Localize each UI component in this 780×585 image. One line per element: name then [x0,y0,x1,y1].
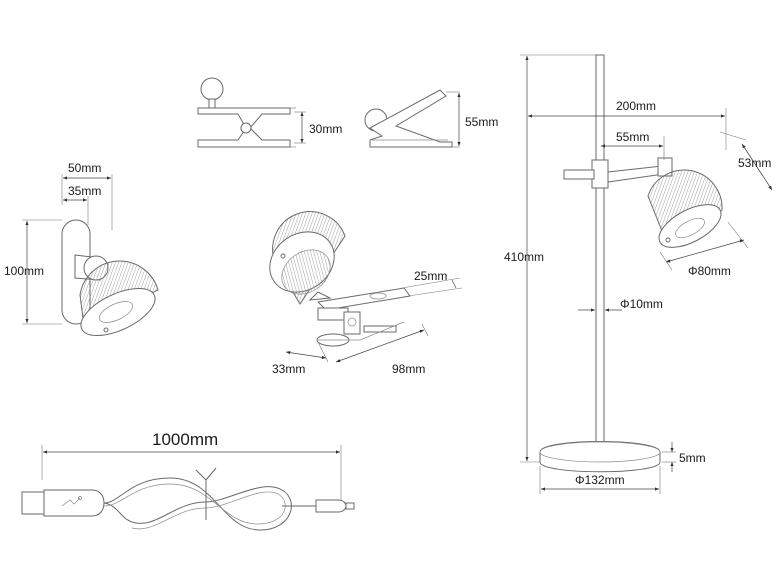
cable-length-label: 1000mm [152,430,218,449]
clip-side-view-open: 30mm [197,77,342,148]
total-height-label: 410mm [504,250,544,264]
clip-length-dimension-line [335,329,425,363]
shade-diameter-dimension-line [665,239,745,263]
shade-height-dimension-line [741,143,773,191]
clip-lamp-drawing: 25mm 33mm 98mm [269,211,463,376]
base-thickness-label: 5mm [679,451,706,465]
arm-short-label: 55mm [616,130,649,144]
pole-diameter-label: Φ10mm [620,297,663,311]
clip-arm-label: 25mm [414,269,447,283]
usb-c-plug [315,499,347,513]
usb-a-plug [21,491,45,515]
shade-height-label: 53mm [738,156,771,170]
usb-cable-drawing: 1000mm [21,430,355,531]
clip-depth-dimension-line [285,350,327,360]
arm-reach-label: 200mm [616,99,656,113]
pole [595,54,605,448]
base-diameter-label: Φ132mm [575,473,625,487]
wall-lamp-drawing: 50mm 35mm 100mm [4,161,159,336]
clip-length-label: 98mm [392,362,425,376]
wall-height-label: 100mm [4,264,44,278]
desk-lamp-drawing: 410mm 200mm 55mm 53mm Φ80mm Φ10mm 5mm Φ1… [504,54,773,494]
wall-offset-label: 35mm [68,184,101,198]
clip-side-view-closed: 55mm [364,89,498,148]
clip-open-height-label: 30mm [309,122,342,136]
clip-closed-height-label: 55mm [465,115,498,129]
wall-width-label: 50mm [68,161,101,175]
clip-depth-label: 33mm [272,362,305,376]
base [539,441,661,473]
shade-diameter-label: Φ80mm [688,264,731,278]
